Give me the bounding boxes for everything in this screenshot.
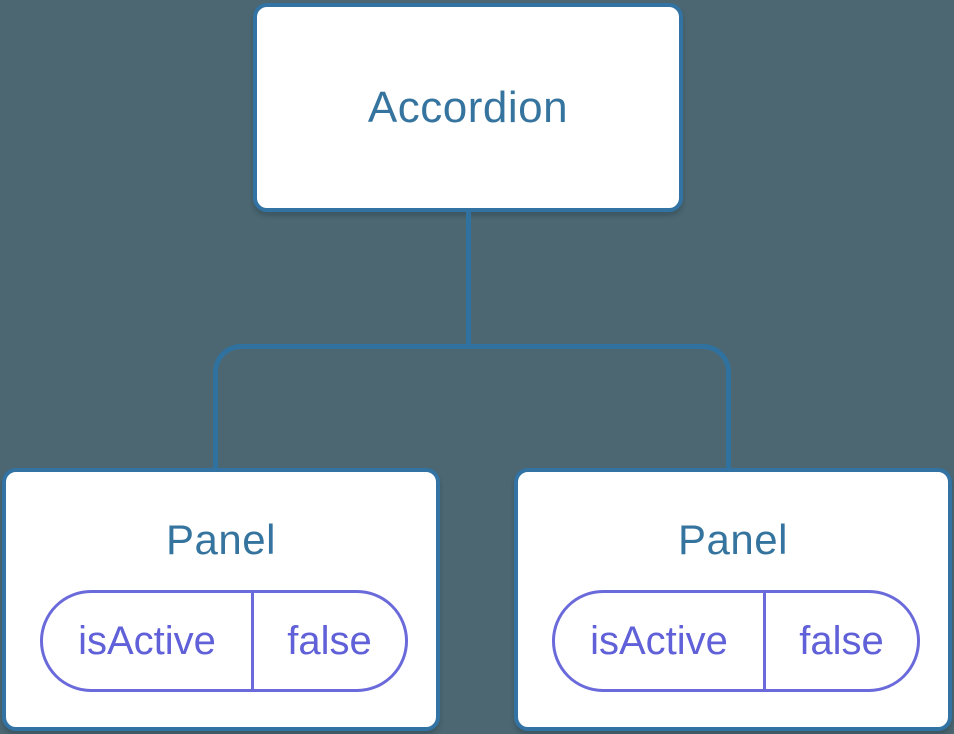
accordion-label: Accordion: [367, 82, 569, 132]
connector-branch-bracket: [213, 344, 731, 470]
node-panel-right: Panel isActive false: [514, 468, 952, 731]
state-key-cell: isActive: [555, 593, 766, 689]
state-key-label: isActive: [590, 618, 728, 663]
panel-left-label: Panel: [166, 516, 276, 563]
state-value-cell: false: [254, 593, 405, 689]
state-key-label: isActive: [78, 618, 216, 663]
panel-right-state-pill: isActive false: [552, 590, 920, 692]
node-panel-left: Panel isActive false: [2, 468, 440, 731]
state-value-cell: false: [766, 593, 917, 689]
connector-root-stem: [466, 212, 471, 346]
panel-right-label: Panel: [678, 516, 788, 563]
state-value-label: false: [799, 618, 884, 663]
node-accordion: Accordion: [253, 3, 683, 212]
panel-left-state-pill: isActive false: [40, 590, 408, 692]
state-key-cell: isActive: [43, 593, 254, 689]
state-value-label: false: [287, 618, 372, 663]
